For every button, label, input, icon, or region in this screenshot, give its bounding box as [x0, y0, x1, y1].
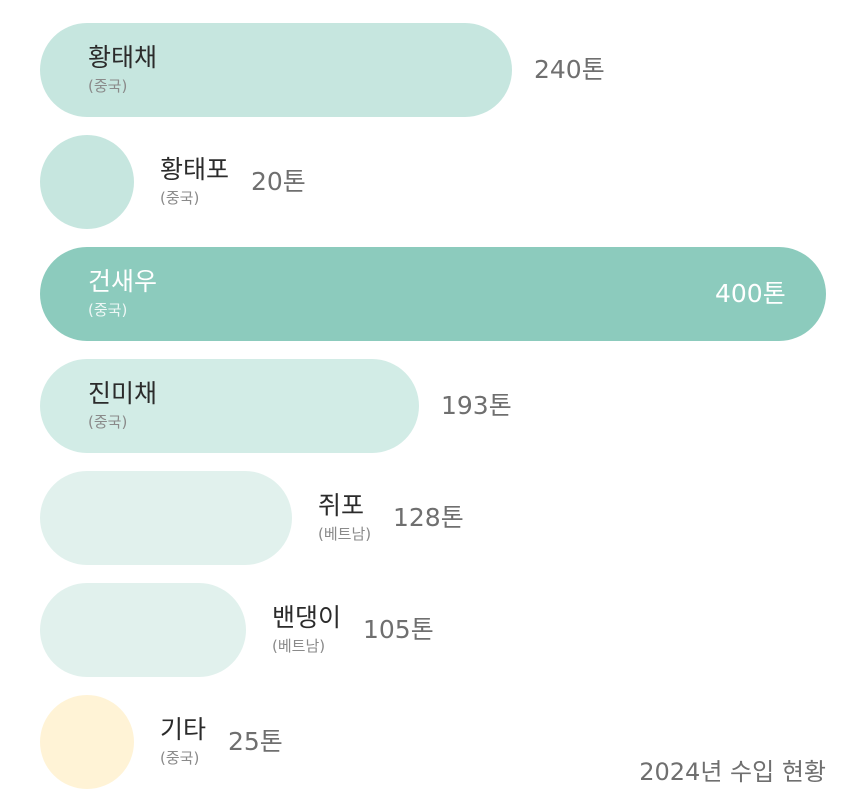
- item-origin: (베트남): [318, 525, 372, 543]
- bar: [40, 23, 512, 117]
- chart-caption: 2024년 수입 현황: [639, 758, 826, 786]
- bar-label: 황태채 (중국): [88, 42, 157, 96]
- item-origin: (베트남): [272, 637, 326, 655]
- bar-label: 건새우 (중국): [88, 266, 157, 320]
- value-label: 105톤: [363, 615, 434, 644]
- item-name: 건새우: [88, 267, 158, 296]
- item-name: 황태채: [88, 43, 158, 72]
- value-label: 240톤: [534, 55, 605, 84]
- value-label: 128톤: [393, 503, 464, 532]
- bar: [40, 695, 134, 789]
- bar-label: 황태포 (중국): [160, 154, 229, 208]
- bar-label: 진미채 (중국): [88, 378, 157, 432]
- item-name: 기타: [160, 715, 207, 744]
- item-name: 진미채: [88, 379, 158, 408]
- item-name: 쥐포: [318, 491, 365, 520]
- bar: [40, 135, 134, 229]
- item-origin: (중국): [88, 301, 128, 319]
- item-name: 황태포: [160, 155, 230, 184]
- item-origin: (중국): [88, 77, 128, 95]
- bar: [40, 359, 419, 453]
- value-label: 20톤: [251, 167, 306, 196]
- value-label: 193톤: [441, 391, 512, 420]
- bar-label: 밴댕이 (베트남): [272, 602, 341, 656]
- bar: [40, 583, 246, 677]
- bar: [40, 247, 826, 341]
- bar-label: 기타 (중국): [160, 714, 206, 768]
- value-label: 400톤: [715, 279, 786, 308]
- item-name: 밴댕이: [272, 603, 342, 632]
- bar: [40, 471, 292, 565]
- bar-label: 쥐포 (베트남): [318, 490, 371, 544]
- value-label: 25톤: [228, 727, 283, 756]
- item-origin: (중국): [88, 413, 128, 431]
- item-origin: (중국): [160, 189, 200, 207]
- item-origin: (중국): [160, 749, 200, 767]
